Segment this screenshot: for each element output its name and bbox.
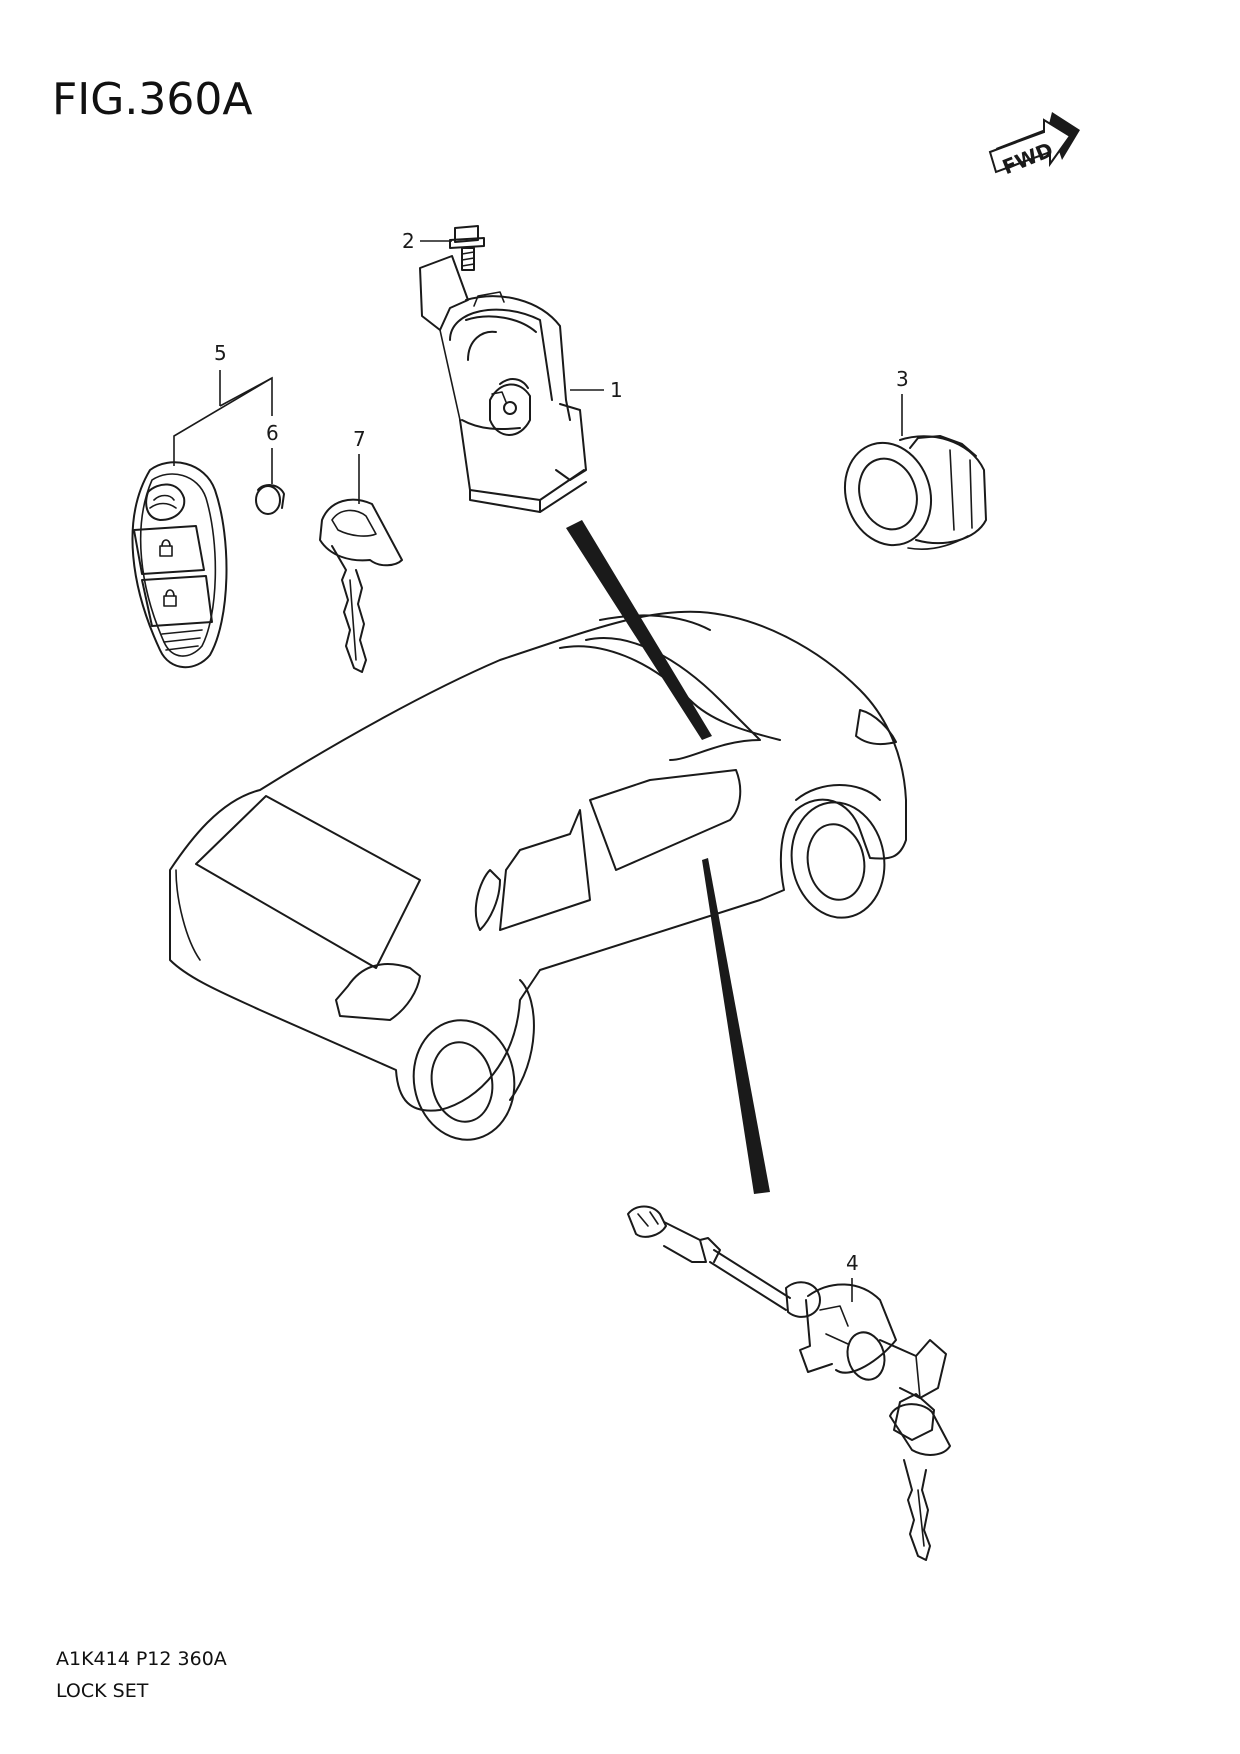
callout-3: 3 [896, 367, 909, 391]
callout-6: 6 [266, 421, 279, 445]
part-2-bolt [449, 225, 485, 271]
callout-7: 7 [353, 427, 366, 451]
callout-2: 2 [402, 229, 415, 253]
footer-figure-code: A1K414 P12 360A [56, 1648, 227, 1670]
pointer-wedge-top [566, 520, 712, 740]
part-1-steering-lock [419, 255, 587, 513]
vehicle-outline [169, 610, 907, 1141]
callout-4: 4 [846, 1251, 859, 1275]
callout-1: 1 [610, 378, 623, 402]
pointer-wedge-bottom [702, 858, 770, 1194]
part-6-battery [255, 484, 285, 515]
footer-group-name: LOCK SET [56, 1680, 149, 1702]
leader-5a [173, 377, 273, 466]
part-7-key [319, 498, 403, 673]
figure-title: FIG.360A [52, 74, 253, 125]
leader-5b [219, 376, 273, 416]
fwd-arrow-badge: FWD [988, 112, 1080, 179]
callout-5: 5 [214, 341, 227, 365]
part-5-key-fob [131, 461, 228, 669]
part-4-door-lock [627, 1205, 951, 1561]
part-3-lock-cylinder [843, 435, 987, 551]
